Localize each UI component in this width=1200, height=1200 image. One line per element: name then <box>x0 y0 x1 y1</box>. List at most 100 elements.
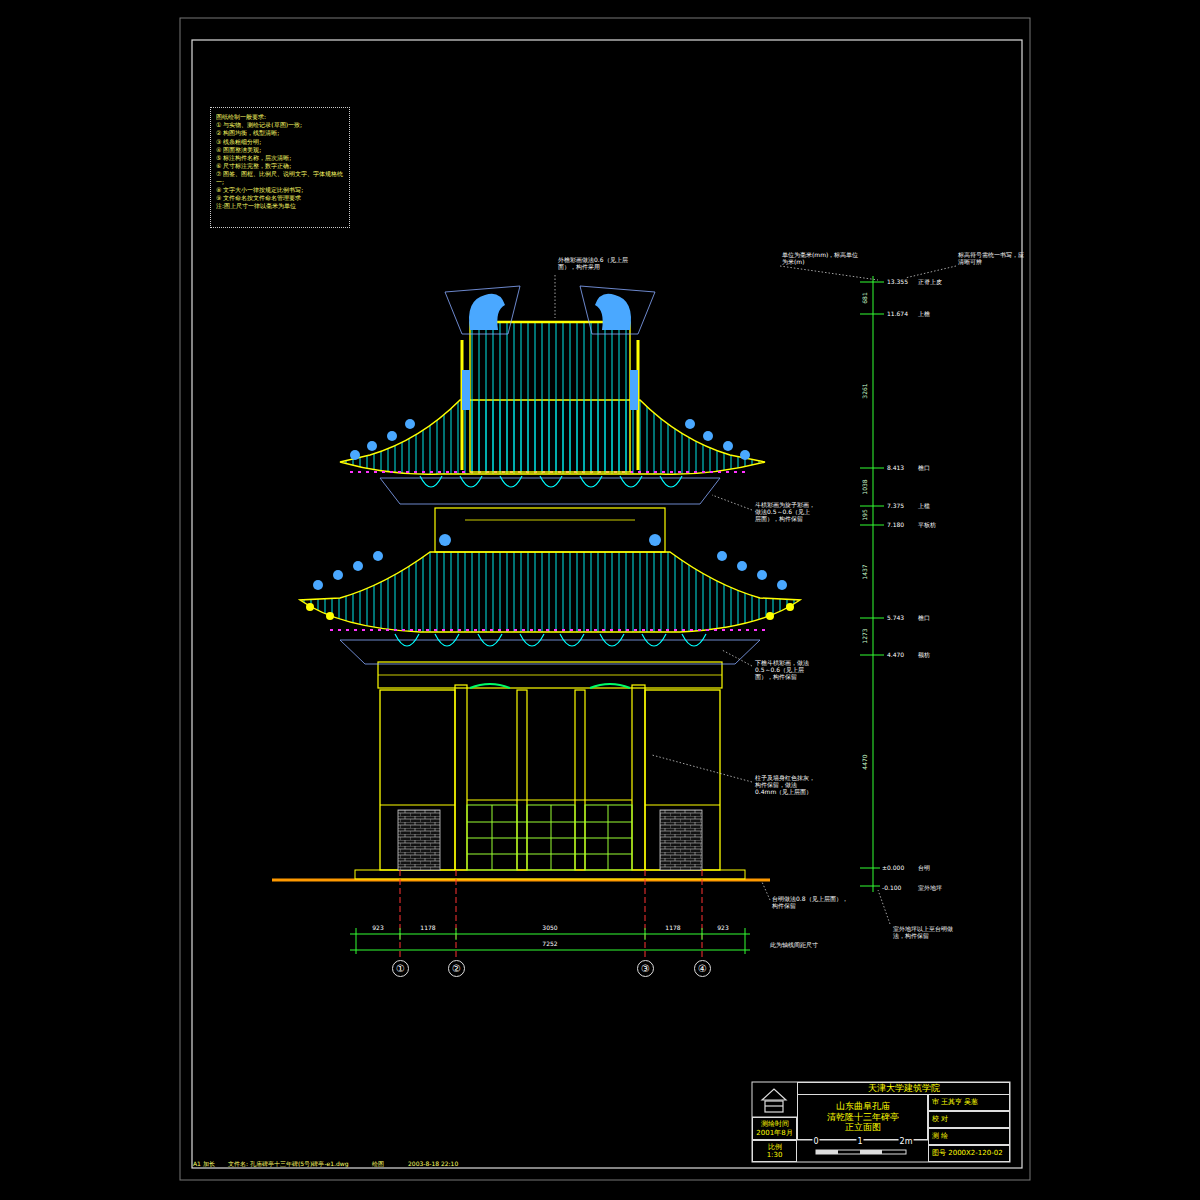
footer-text: A1 加长 <box>193 1160 215 1167</box>
signature-cell: 校 对 <box>928 1111 1010 1128</box>
cell-text: 测绘时间 <box>761 1120 789 1128</box>
cell-text: ② 构图均衡，线型清晰; <box>216 129 344 136</box>
scale-bar <box>816 1150 906 1154</box>
upper-wall <box>435 508 665 552</box>
elevation-mark: 13.355 <box>887 278 908 285</box>
title-cell: 山东曲阜孔庙清乾隆十三年碑亭正立面图 <box>797 1094 928 1140</box>
level-name: 上檐 <box>918 310 930 317</box>
signature-cell: 测 绘 <box>928 1128 1010 1145</box>
elevation-mark: 4.470 <box>887 651 904 658</box>
elevation-mark: ±0.000 <box>882 864 904 871</box>
cell-text: 1:30 <box>767 1151 783 1159</box>
side-wall <box>645 690 720 870</box>
level-name: 额枋 <box>918 651 930 658</box>
cell-text: ② <box>452 963 461 975</box>
level-name: 台明 <box>918 864 930 871</box>
brick-panel <box>660 810 702 870</box>
notes-heading: 图纸绘制一般要求: <box>216 113 344 120</box>
dimension-text: 3261 <box>861 382 868 399</box>
bracket-band <box>380 478 720 504</box>
dimension-line <box>860 276 884 892</box>
annotation-note: 外檐彩画做法0.6（见上层面），构件采用 <box>558 256 628 270</box>
dimension-text: 923 <box>716 924 729 931</box>
footer-text: 文件名: 孔庙碑亭十三年碑(5号)碑亭-e1.dwg <box>228 1160 349 1167</box>
column <box>455 685 467 870</box>
level-name: 檐口 <box>918 614 930 621</box>
scale-number: 1 <box>856 1137 863 1147</box>
dimension-text: 923 <box>371 924 384 931</box>
cell-text: 正立面图 <box>845 1122 881 1133</box>
eave-ring <box>330 629 770 631</box>
elevation-mark: 8.413 <box>887 464 904 471</box>
cell-text: 注:图上尺寸一律以毫米为单位 <box>216 202 344 209</box>
dimension-text: 1178 <box>664 924 681 931</box>
cell-text: ⑥ 尺寸标注完整，数字正确; <box>216 162 344 169</box>
lower-roof <box>300 552 800 632</box>
elevation-mark: -0.100 <box>882 884 901 891</box>
elevation-mark: 7.375 <box>887 502 904 509</box>
column <box>575 690 585 870</box>
cell-text: 清乾隆十三年碑亭 <box>827 1112 899 1123</box>
cell-text: 比例 <box>768 1143 782 1151</box>
level-name: 檐口 <box>918 464 930 471</box>
cell-text: ⑨ 文件命名按文件命名管理要求 <box>216 194 344 201</box>
cell-text: 校 对 <box>932 1115 948 1123</box>
date-cell: 测绘时间2001年8月 <box>752 1117 797 1140</box>
dimension-text: 3050 <box>541 924 558 931</box>
leader-line <box>555 266 956 924</box>
annotation-note: 单位为毫米(mm)，标高单位为米(m) <box>782 251 862 265</box>
dougong-brackets <box>395 634 706 646</box>
logo <box>762 1089 786 1112</box>
side-wall <box>380 690 455 870</box>
scale-number: 2m <box>899 1137 914 1147</box>
axis-bubble: ③ <box>637 960 654 977</box>
level-name: 正脊上皮 <box>918 278 942 285</box>
title-block <box>752 1082 1010 1162</box>
lintel-beam <box>378 662 722 688</box>
cell-text: ④ 图面整洁美观; <box>216 146 344 153</box>
notes-box: 图纸绘制一般要求:① 与实物、测绘记录(草图)一致;② 构图均衡，线型清晰; ③ … <box>210 107 350 228</box>
elevation-mark: 7.180 <box>887 521 904 528</box>
cell-text: 图号 2000X2-120-02 <box>932 1149 1003 1157</box>
drawing-number-cell: 图号 2000X2-120-02 <box>928 1145 1010 1162</box>
annotation-note: 室外地坪以上至台明做法，构件保留 <box>893 925 963 939</box>
cell-text: ① <box>396 963 405 975</box>
cell-text: ① 与实物、测绘记录(草图)一致; <box>216 121 344 128</box>
cell-text: ⑤ 标注构件名称，层次清晰; <box>216 154 344 161</box>
cell-text: 测 绘 <box>932 1132 948 1140</box>
institution-cell: 天津大学建筑学院 <box>797 1082 1010 1095</box>
dimension-text: 195 <box>861 508 868 521</box>
column <box>517 690 527 870</box>
level-name: 上槛 <box>918 502 930 509</box>
dimension-text: 1038 <box>861 478 868 495</box>
cell-text: ③ 线条粗细分明; <box>216 138 344 145</box>
annotation-note: 斗栱彩画为旋子彩画，做法0.5～0.6（见上层面），构件保留 <box>755 501 815 523</box>
level-name: 室外地坪 <box>918 884 942 891</box>
lattice-doors <box>467 805 632 870</box>
footer-text: 2003-8-18 22:10 <box>408 1160 458 1167</box>
dougong-brackets <box>420 476 682 487</box>
axis-bubble: ④ <box>694 960 711 977</box>
signature-cell: 审 王其亨 吴葱 <box>928 1094 1010 1111</box>
column <box>632 685 645 870</box>
dimension-text: 1437 <box>861 563 868 580</box>
cell-text: ⑦ 图签、图框、比例尺、说明文字、字体规格统一; <box>216 170 344 184</box>
ridge-ornament <box>462 294 638 410</box>
annotation-note: 此为轴线间距尺寸 <box>770 941 818 948</box>
gable-roof <box>470 322 630 472</box>
eave-tiles <box>306 603 794 620</box>
annotation-note: 下檐斗栱彩画，做法0.5～0.6（见上层面），构件保留 <box>755 659 815 681</box>
cell-text: ③ <box>641 963 650 975</box>
ridge-beasts <box>313 534 787 590</box>
platform <box>355 870 745 879</box>
gable-edge <box>462 340 638 470</box>
axis-bubble: ① <box>392 960 409 977</box>
level-name: 平板枋 <box>918 521 936 528</box>
annotation-note: 台明做法0.8（见上层面），构件保留 <box>772 895 852 909</box>
scale-number: 0 <box>812 1137 819 1147</box>
axis-bubble: ② <box>448 960 465 977</box>
annotation-note: 柱子及墙身红色抹灰，构件保留，做法0.4mm（见上层面） <box>755 774 815 796</box>
